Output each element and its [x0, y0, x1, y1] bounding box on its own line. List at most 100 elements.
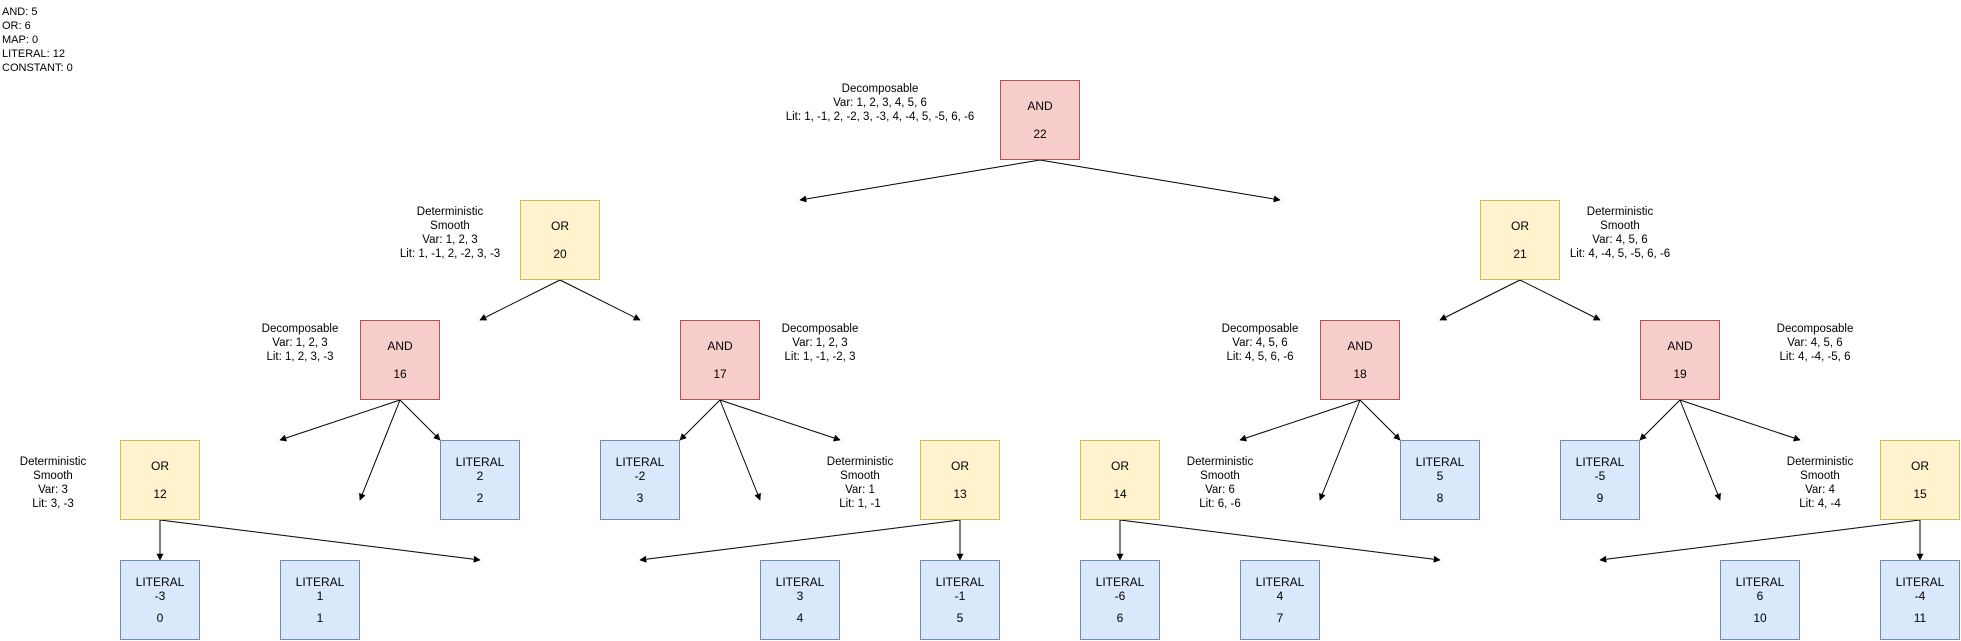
- annotation-line: Decomposable: [781, 323, 859, 335]
- node-type-label: LITERAL: [615, 455, 665, 469]
- literal-value: 1: [316, 589, 324, 603]
- node-id: 4: [796, 611, 804, 625]
- node-id: 9: [1596, 491, 1604, 505]
- node-type-label: AND: [1347, 339, 1373, 353]
- node-id: 18: [1353, 367, 1367, 381]
- node-id: 0: [156, 611, 164, 625]
- annotation-line: Decomposable: [1776, 323, 1854, 335]
- annotation-line: Smooth: [1800, 470, 1840, 482]
- and-node[interactable]: AND 18: [1320, 320, 1400, 400]
- edge: [559, 279, 641, 321]
- literal-value: -3: [154, 589, 166, 603]
- annotation-line: Lit: 1, -1, -2, 3: [784, 351, 856, 363]
- annotation-line: Deterministic: [416, 206, 484, 218]
- annotation-line: Var: 1, 2, 3, 4, 5, 6: [833, 97, 927, 109]
- edge: [679, 399, 721, 441]
- literal-value: 5: [1436, 469, 1444, 483]
- node-type-label: OR: [1111, 459, 1129, 473]
- node-id: 6: [1116, 611, 1124, 625]
- node-type-label: AND: [387, 339, 413, 353]
- node-id: 20: [553, 247, 567, 261]
- node-type-label: LITERAL: [1255, 575, 1305, 589]
- node-type-label: OR: [151, 459, 169, 473]
- edge: [1359, 399, 1401, 441]
- annotation-line: Lit: 1, 2, 3, -3: [266, 351, 334, 363]
- and-node[interactable]: AND 19: [1640, 320, 1720, 400]
- node-id: 22: [1033, 127, 1047, 141]
- node-type-label: AND: [1667, 339, 1693, 353]
- node-id: 1: [316, 611, 324, 625]
- node-id: 17: [713, 367, 727, 381]
- edge: [1519, 279, 1601, 321]
- annotation-line: Lit: 4, -4, -5, 6: [1779, 351, 1851, 363]
- node-type-label: AND: [707, 339, 733, 353]
- node-type-label: LITERAL: [1415, 455, 1465, 469]
- annotation-line: Var: 4: [1805, 484, 1835, 496]
- edge: [1639, 399, 1681, 441]
- node-id: 2: [476, 491, 484, 505]
- annotation-line: Var: 6: [1205, 484, 1235, 496]
- annotation-line: Var: 3: [38, 484, 68, 496]
- annotation-line: Lit: 4, -4: [1799, 498, 1841, 510]
- edge: [799, 159, 1041, 203]
- annotation-line: Var: 4, 5, 6: [1592, 234, 1648, 246]
- annotation-line: Var: 4, 5, 6: [1787, 337, 1843, 349]
- literal-value: 2: [476, 469, 484, 483]
- and-node[interactable]: AND 17: [680, 320, 760, 400]
- literal-value: -5: [1594, 469, 1606, 483]
- annotation-line: Smooth: [1200, 470, 1240, 482]
- annotation-line: Decomposable: [261, 323, 339, 335]
- literal-value: -1: [954, 589, 966, 603]
- node-type-label: OR: [951, 459, 969, 473]
- literal-value: -4: [1914, 589, 1926, 603]
- edge: [1679, 399, 1801, 442]
- edge: [1679, 399, 1721, 501]
- annotation-line: Smooth: [430, 220, 470, 232]
- node-type-label: LITERAL: [135, 575, 185, 589]
- annotation-line: Lit: 3, -3: [32, 498, 74, 510]
- node-type-label: LITERAL: [1575, 455, 1625, 469]
- count-line: LITERAL: 12: [2, 48, 65, 60]
- node-type-label: LITERAL: [1735, 575, 1785, 589]
- edge: [639, 519, 961, 563]
- node-id: 19: [1673, 367, 1687, 381]
- edge: [719, 399, 841, 442]
- node-id: 10: [1753, 611, 1767, 625]
- edge: [279, 399, 401, 442]
- annotation-line: Decomposable: [1221, 323, 1299, 335]
- and-node[interactable]: AND 22: [1000, 80, 1080, 160]
- node-id: 5: [956, 611, 964, 625]
- literal-node[interactable]: LITERAL-3 0: [120, 560, 200, 640]
- literal-node[interactable]: LITERAL-5 9: [1560, 440, 1640, 520]
- annotation-line: Deterministic: [826, 456, 894, 468]
- edge: [159, 519, 481, 563]
- node-id: 21: [1513, 247, 1527, 261]
- node-type-label: AND: [1027, 99, 1053, 113]
- annotation-line: Smooth: [33, 470, 73, 482]
